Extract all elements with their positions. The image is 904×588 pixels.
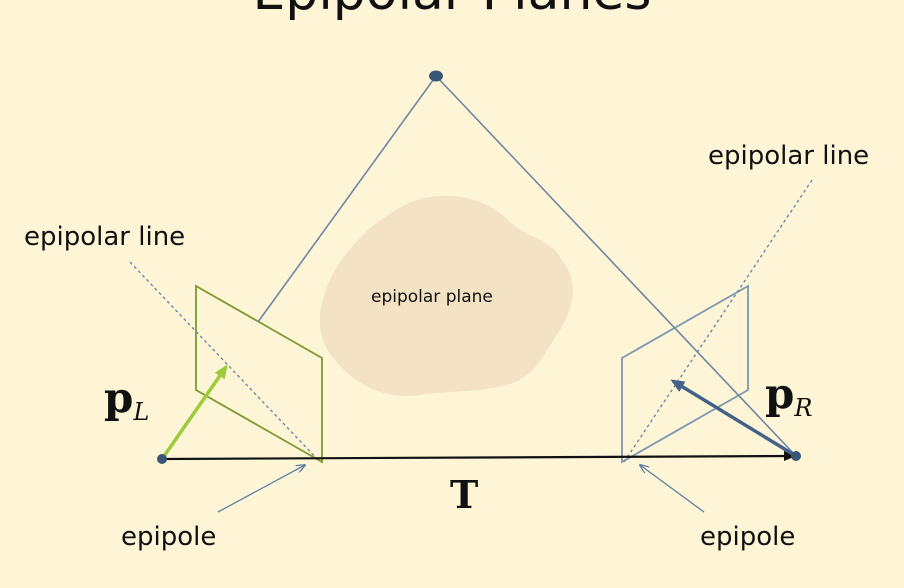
- left-epipole-pointer: [217, 465, 305, 513]
- point-left-label: pL: [104, 373, 149, 426]
- point-left-main: p: [104, 373, 133, 422]
- point-left-sub: L: [132, 398, 149, 426]
- right-camera-center: [791, 451, 801, 461]
- point-right-sub: R: [793, 394, 812, 422]
- right-point-vector: [670, 379, 797, 458]
- epipolar-line-left-label: epipolar line: [24, 222, 185, 252]
- baseline-arrow: [161, 451, 796, 462]
- left-point-vector: [160, 364, 228, 460]
- baseline-label: T: [450, 472, 478, 517]
- right-ray: [435, 75, 797, 457]
- left-ray: [257, 75, 437, 323]
- epipole-left-label: epipole: [121, 522, 216, 552]
- epipolar-plane-region: [319, 195, 573, 396]
- left-epipolar-line: [129, 261, 321, 463]
- point-right-label: pR: [765, 369, 812, 422]
- world-point: [429, 70, 443, 82]
- right-epipolar-line: [623, 179, 813, 463]
- slide-title: Epipolar Planes: [0, 0, 904, 22]
- left-camera-center: [157, 454, 167, 464]
- epipolar-plane-label: epipolar plane: [371, 287, 493, 307]
- epipolar-line-right-label: epipolar line: [708, 141, 869, 171]
- right-epipole-pointer: [640, 465, 705, 513]
- right-image-plane: [621, 284, 749, 464]
- point-right-main: p: [765, 369, 794, 418]
- epipole-right-label: epipole: [700, 522, 795, 552]
- left-image-plane: [195, 284, 323, 464]
